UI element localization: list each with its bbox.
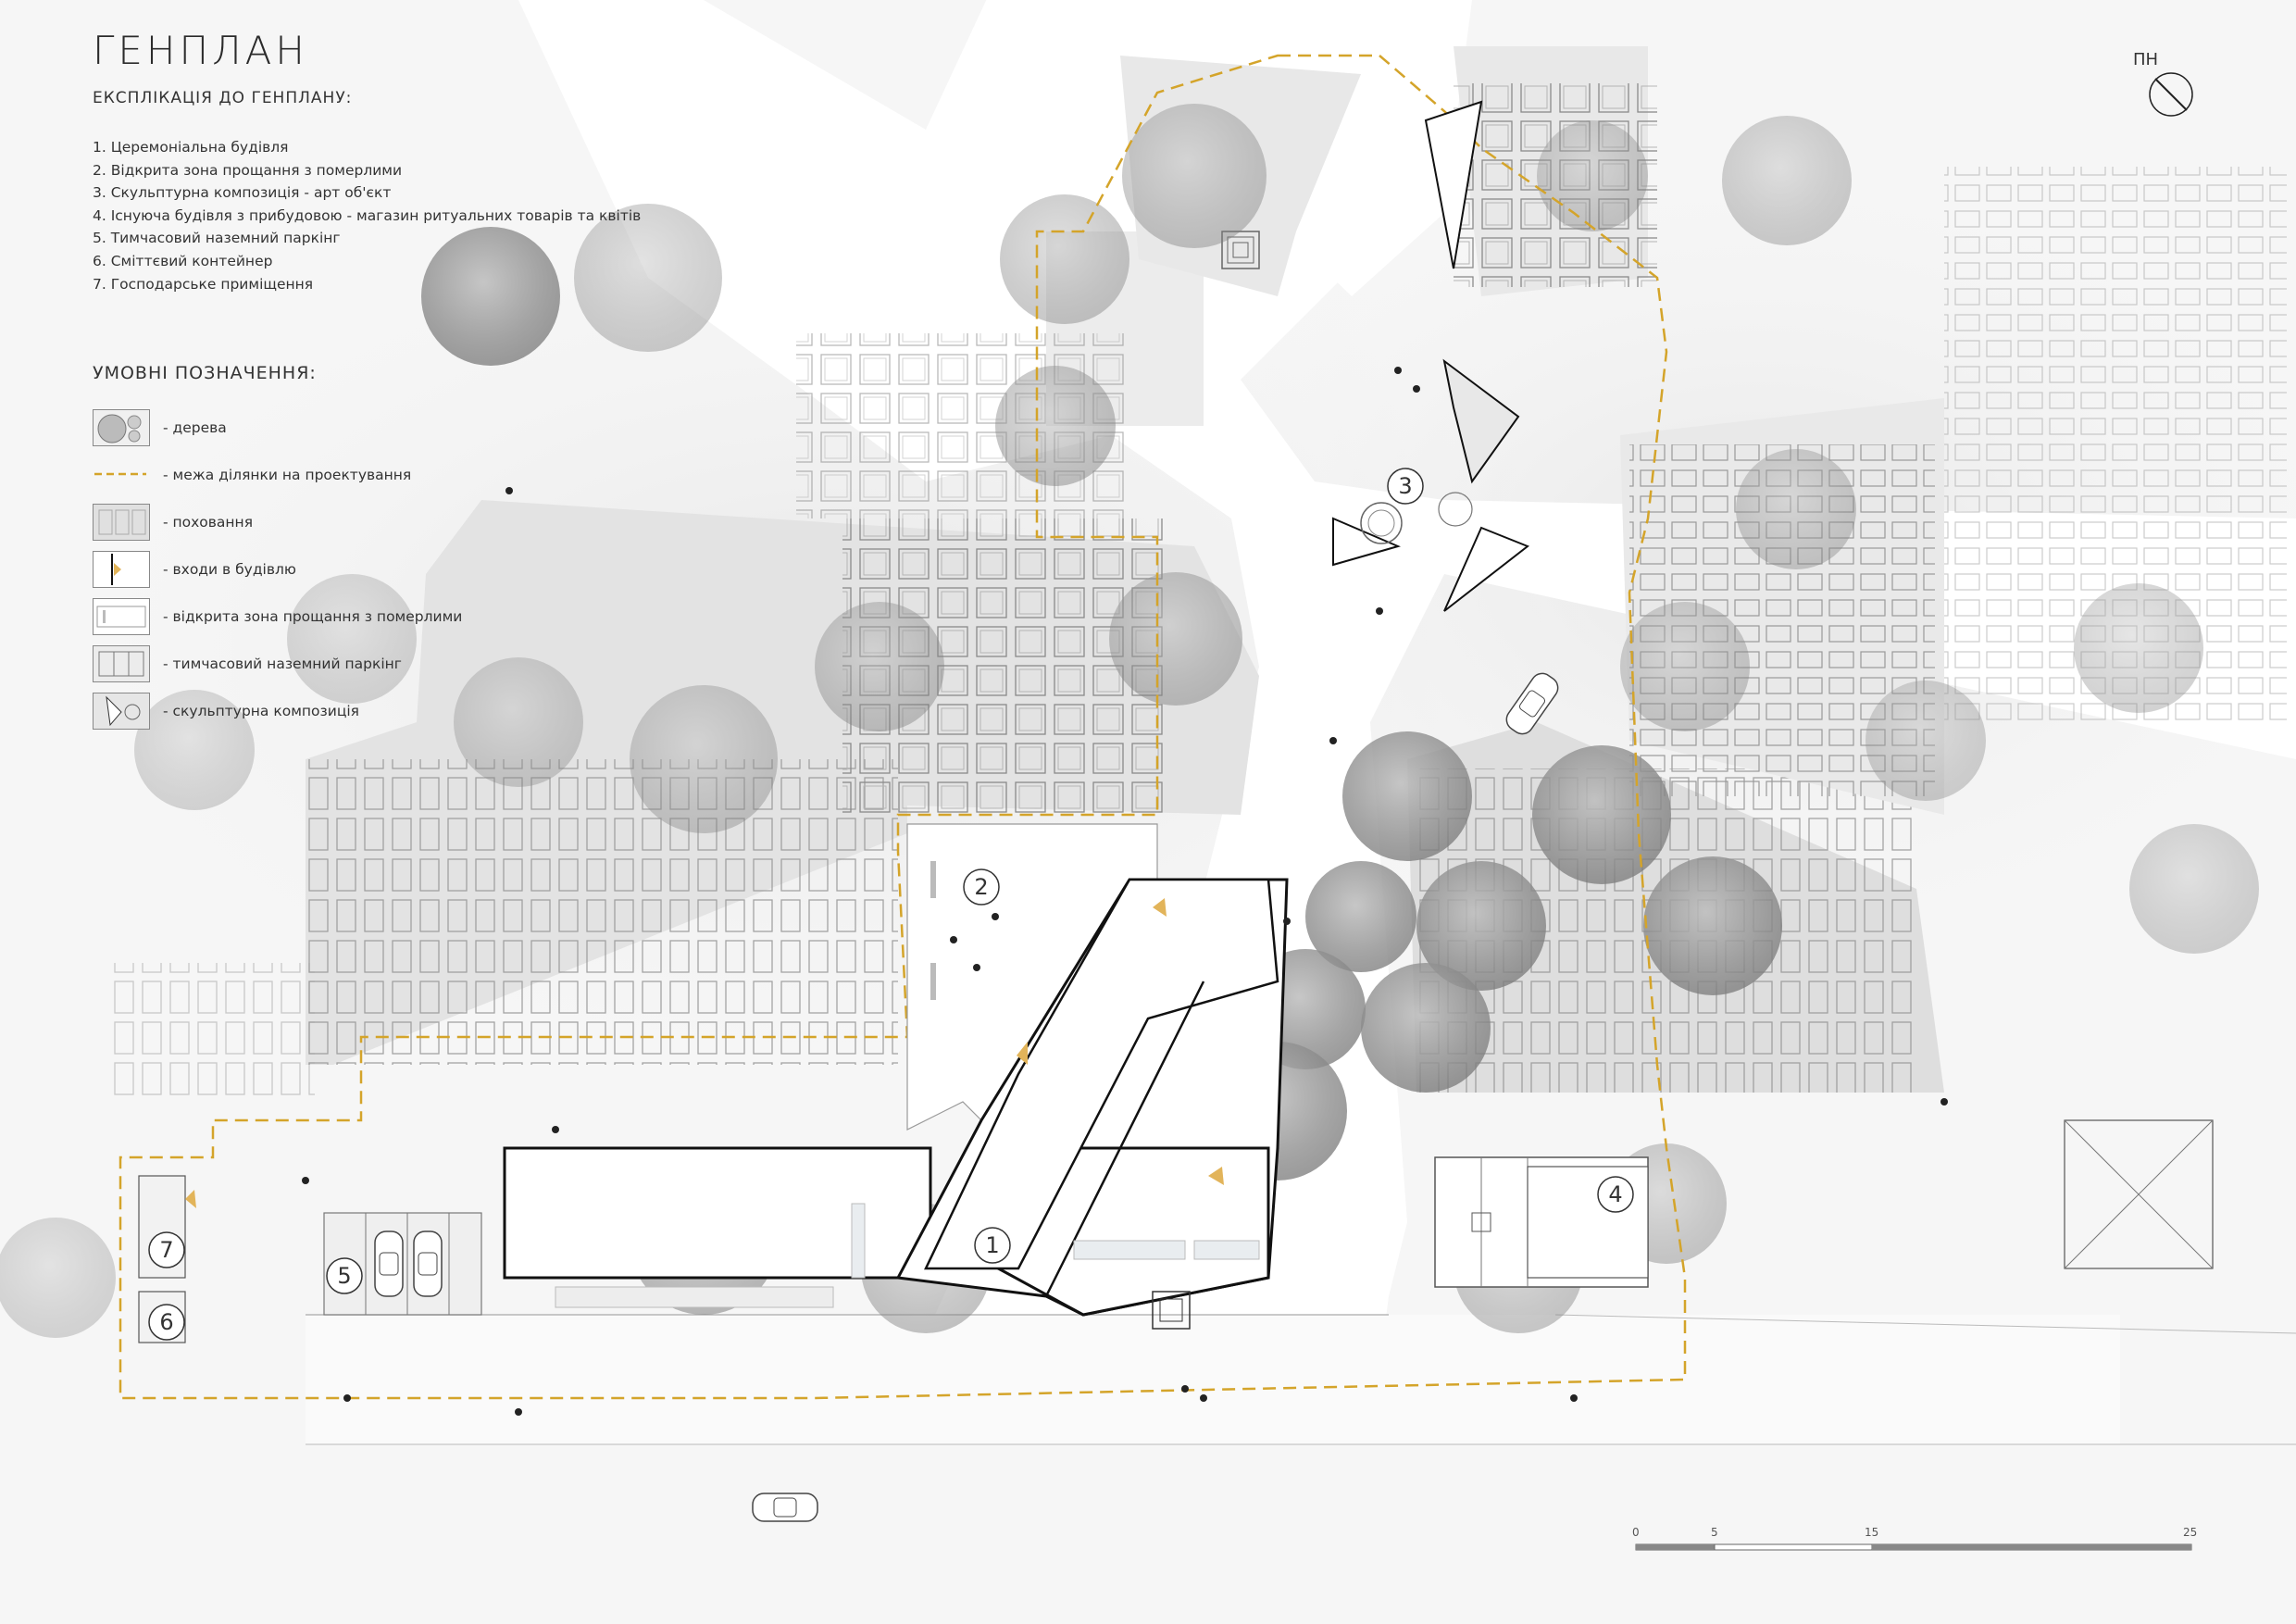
legend-item-farewell-zone: - відкрита зона прощання з померлими — [93, 593, 462, 640]
marker-label-1: 1 — [985, 1232, 999, 1258]
explication-heading: ЕКСПЛІКАЦІЯ ДО ГЕНПЛАНУ: — [93, 89, 353, 107]
page-title: ГЕНПЛАН — [93, 28, 308, 73]
entrance-markers — [185, 898, 1224, 1208]
person-icon — [302, 367, 1948, 1416]
car-icon — [374, 1230, 404, 1297]
farewell-zone-icon — [93, 597, 150, 635]
car-icon — [413, 1230, 443, 1297]
scale-label-25: 25 — [2183, 1526, 2198, 1539]
marker-label-2: 2 — [974, 874, 988, 900]
parking-icon — [93, 644, 150, 682]
explication-item: 1. Церемоніальна будівля — [93, 139, 289, 156]
legend-list: - дерева - межа ділянки на проектування … — [93, 404, 462, 734]
ceremonial-building — [503, 878, 1289, 1317]
car-icon — [1505, 672, 1559, 735]
legend-item-parking: - тимчасовий наземний паркінг — [93, 640, 462, 687]
explication-item: 5. Тимчасовий наземний паркінг — [93, 230, 341, 247]
north-label: ПН — [2133, 50, 2159, 69]
legend-label: - межа ділянки на проектування — [163, 466, 412, 483]
legend-label: - відкрита зона прощання з померлими — [163, 607, 463, 625]
legend-item-burials: - поховання — [93, 498, 462, 545]
legend-item-trees: - дерева — [93, 404, 462, 451]
burial-icon — [93, 503, 150, 541]
explication-item: 4. Існуюча будівля з прибудовою - магази… — [93, 206, 642, 224]
legend-label: - тимчасовий наземний паркінг — [163, 655, 402, 672]
scale-label-0: 0 — [1632, 1526, 1640, 1539]
boundary-line-icon — [93, 456, 150, 493]
sculpture-icon — [93, 692, 150, 730]
site-boundary — [119, 54, 1687, 1400]
trees — [0, 104, 2259, 1338]
marker-label-5: 5 — [337, 1263, 351, 1289]
explication-item: 7. Господарське приміщення — [93, 275, 314, 293]
legend-heading: УМОВНІ ПОЗНАЧЕННЯ: — [93, 363, 317, 383]
legend-label: - дерева — [163, 418, 227, 436]
marker-label-3: 3 — [1398, 473, 1412, 499]
tree-icon — [93, 408, 150, 446]
marker-label-7: 7 — [159, 1237, 173, 1263]
legend-item-entrances: - входи в будівлю — [93, 545, 462, 593]
explication-item: 2. Відкрита зона прощання з померлими — [93, 161, 403, 179]
explication-list: 1. Церемоніальна будівля 2. Відкрита зон… — [93, 136, 641, 295]
location-markers: 1 2 3 4 5 6 7 — [148, 468, 1634, 1341]
scale-bar — [1635, 1543, 2192, 1551]
north-arrow-icon — [2149, 72, 2193, 117]
scale-label-15: 15 — [1865, 1526, 1879, 1539]
marker-label-4: 4 — [1608, 1181, 1622, 1207]
scale-label-5: 5 — [1711, 1526, 1718, 1539]
entrance-icon — [93, 550, 150, 588]
legend-item-boundary: - межа ділянки на проектування — [93, 451, 462, 498]
car-icon — [752, 1493, 818, 1522]
legend-item-sculpture: - скульптурна композиція — [93, 687, 462, 734]
legend-label: - входи в будівлю — [163, 560, 296, 578]
marker-label-6: 6 — [159, 1309, 173, 1335]
legend-label: - скульптурна композиція — [163, 702, 360, 719]
explication-item: 6. Сміттєвий контейнер — [93, 252, 273, 269]
legend-label: - поховання — [163, 513, 254, 531]
explication-item: 3. Скульптурна композиція - арт об'єкт — [93, 184, 392, 202]
